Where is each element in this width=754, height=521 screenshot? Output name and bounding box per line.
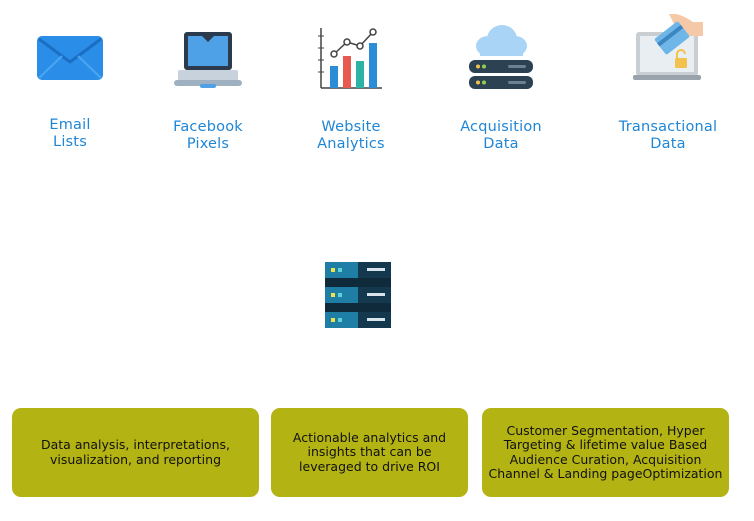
- source-label-line1: Acquisition: [460, 119, 542, 135]
- source-label: Website Analytics: [281, 119, 421, 153]
- source-label-line1: Transactional: [618, 119, 718, 135]
- output-box-actionable-analytics: Actionable analytics and insights that c…: [271, 408, 468, 497]
- source-label-line2: Analytics: [317, 136, 385, 152]
- source-label: Acquisition Data: [431, 119, 571, 153]
- source-label-line1: Email: [49, 117, 91, 133]
- server-rack-icon: [325, 262, 391, 328]
- bar-chart-icon: [281, 28, 421, 90]
- cloud-server-icon: [431, 24, 571, 92]
- output-box-text: Customer Segmentation, Hyper Targeting &…: [488, 422, 723, 481]
- source-label: Facebook Pixels: [138, 119, 278, 153]
- email-envelope-icon: [0, 36, 140, 80]
- source-label-line1: Facebook: [173, 119, 243, 135]
- output-box-segmentation: Customer Segmentation, Hyper Targeting &…: [482, 408, 729, 497]
- source-label-line2: Data: [650, 136, 686, 152]
- source-label: Transactional Data: [598, 119, 738, 153]
- output-box-reporting: Data analysis, interpretations, visualiz…: [12, 408, 259, 497]
- source-label-line2: Lists: [53, 134, 87, 150]
- source-label-line2: Data: [483, 136, 519, 152]
- card-payment-icon: [598, 14, 738, 82]
- output-box-text: Data analysis, interpretations, visualiz…: [41, 437, 230, 467]
- output-box-text: Actionable analytics and insights that c…: [292, 429, 447, 474]
- source-label: Email Lists: [0, 117, 140, 151]
- source-label-line2: Pixels: [186, 136, 230, 152]
- source-label-line1: Website: [321, 119, 381, 135]
- laptop-icon: [138, 32, 278, 90]
